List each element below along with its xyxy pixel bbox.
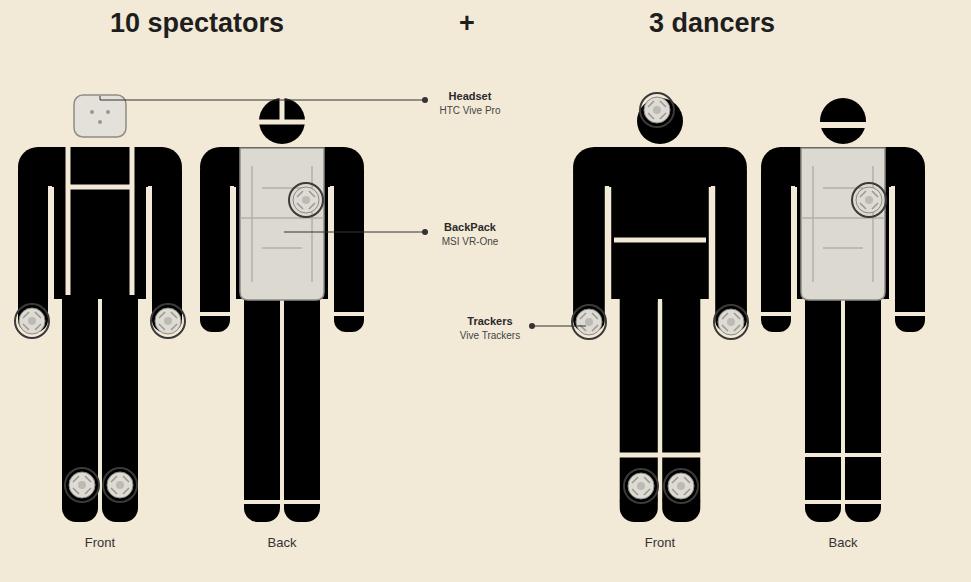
tracker-device [572, 305, 606, 339]
part-name: Headset [420, 90, 520, 103]
view-label: Back [793, 536, 893, 551]
tracker-device [640, 93, 674, 127]
view-label: Back [232, 536, 332, 551]
body-pictogram [18, 147, 182, 525]
tracker-device [15, 304, 49, 338]
cuff-band [760, 314, 926, 502]
tracker-device [664, 469, 698, 503]
view-label: Front [50, 536, 150, 551]
tracker-device [289, 183, 323, 217]
tracker-device [151, 304, 185, 338]
head-shape [820, 98, 866, 144]
tracker-device [714, 305, 748, 339]
spectator-back-figure [199, 96, 365, 525]
dancer-back-figure [760, 98, 926, 525]
heading-text: 10 spectators [67, 8, 327, 39]
leader-line [532, 326, 586, 327]
part-name: Trackers [440, 315, 540, 328]
harness-strap [68, 147, 132, 295]
dancer-front-figure [572, 93, 748, 525]
backpack-device [801, 148, 885, 300]
spectator-front-figure [15, 95, 185, 525]
cuff-band [199, 314, 365, 502]
body-pictogram [200, 147, 364, 525]
leader-dot [529, 323, 535, 329]
backpack-device [240, 148, 324, 300]
tracker-device [103, 468, 137, 502]
model-name: HTC Vive Pro [420, 105, 520, 117]
model-name: MSI VR-One [420, 236, 520, 248]
headset-sensor [98, 120, 102, 124]
leader-line [284, 232, 425, 233]
headset-device [74, 95, 126, 137]
headset-sensor [106, 110, 110, 114]
heading-text: 3 dancers [602, 8, 822, 39]
view-label: Front [610, 536, 710, 551]
leader-dot [422, 229, 428, 235]
body-band [614, 240, 706, 455]
body-pictogram [761, 147, 925, 525]
headset-sensor [90, 110, 94, 114]
part-name: BackPack [420, 221, 520, 234]
model-name: Vive Trackers [440, 330, 540, 342]
leader-dot [422, 97, 428, 103]
tracker-device [852, 183, 886, 217]
headband [819, 122, 867, 128]
leader-line [100, 96, 425, 100]
tracker-device [65, 468, 99, 502]
plus-sign: + [447, 8, 487, 39]
tracker-device [624, 469, 658, 503]
